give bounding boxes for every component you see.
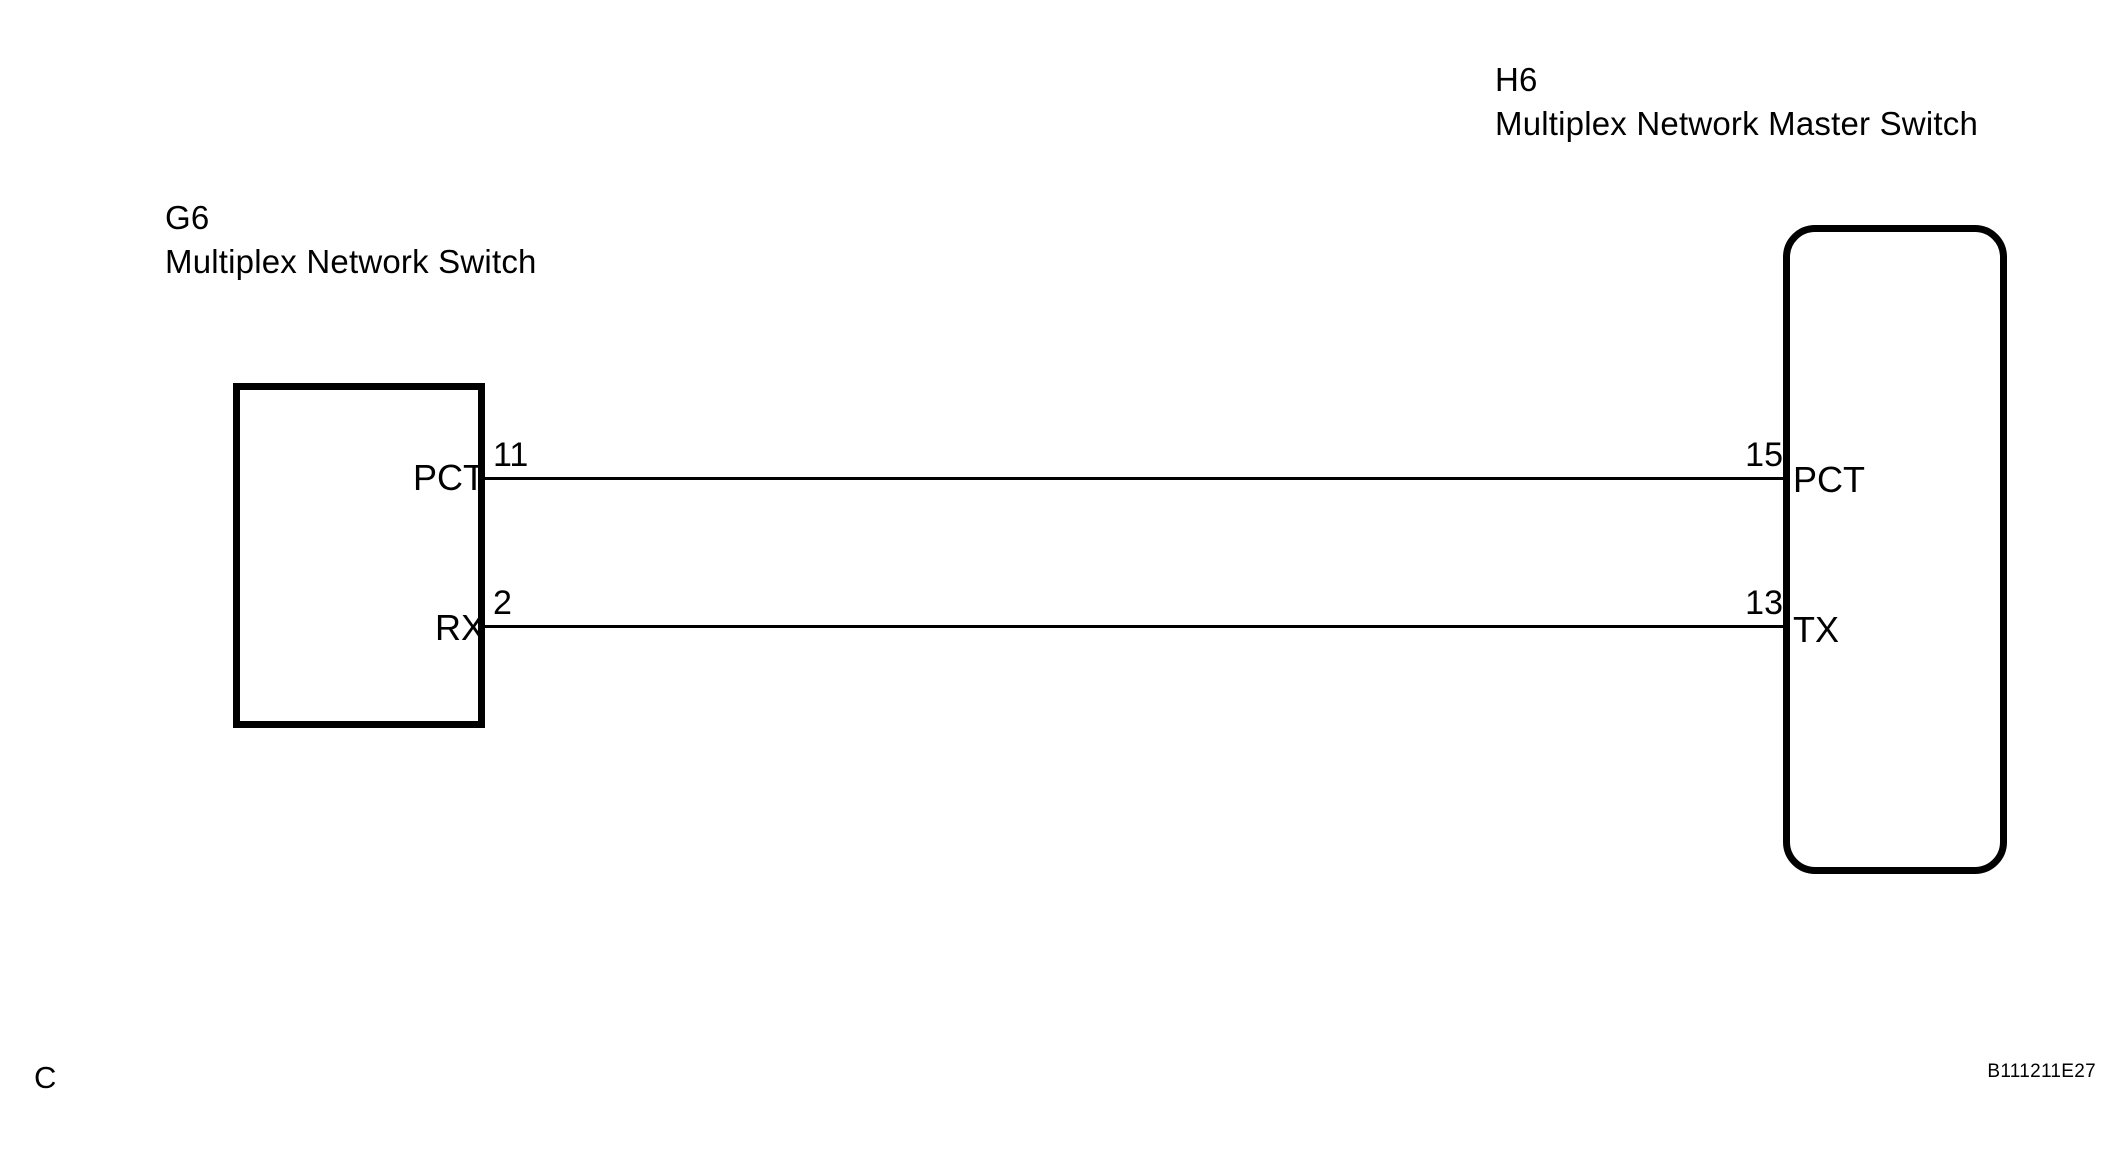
pin-number-g6-2: 2 bbox=[493, 584, 512, 622]
pin-number-h6-13: 13 bbox=[1745, 584, 1783, 622]
connector-box-g6 bbox=[233, 383, 485, 728]
figure-code: B111211E27 bbox=[1987, 1061, 2096, 1082]
terminal-label-h6-tx: TX bbox=[1793, 609, 1840, 650]
component-caption-g6: G6 Multiplex Network Switch bbox=[165, 196, 537, 284]
component-code-h6: H6 bbox=[1495, 61, 1538, 98]
component-name-h6: Multiplex Network Master Switch bbox=[1495, 105, 1978, 142]
connector-box-h6 bbox=[1783, 225, 2007, 874]
wire-pct-line bbox=[485, 477, 1785, 480]
sheet-mark: C bbox=[34, 1060, 57, 1095]
terminal-label-g6-pct: PCT bbox=[413, 457, 485, 498]
pin-number-h6-15: 15 bbox=[1745, 436, 1783, 474]
terminal-label-h6-pct: PCT bbox=[1793, 459, 1865, 500]
pin-number-g6-11: 11 bbox=[493, 436, 529, 474]
terminal-label-g6-rx: RX bbox=[434, 607, 485, 648]
component-code-g6: G6 bbox=[165, 199, 210, 236]
wire-rx-tx-line bbox=[485, 625, 1785, 628]
component-name-g6: Multiplex Network Switch bbox=[165, 243, 537, 280]
component-caption-h6: H6 Multiplex Network Master Switch bbox=[1495, 58, 1978, 146]
